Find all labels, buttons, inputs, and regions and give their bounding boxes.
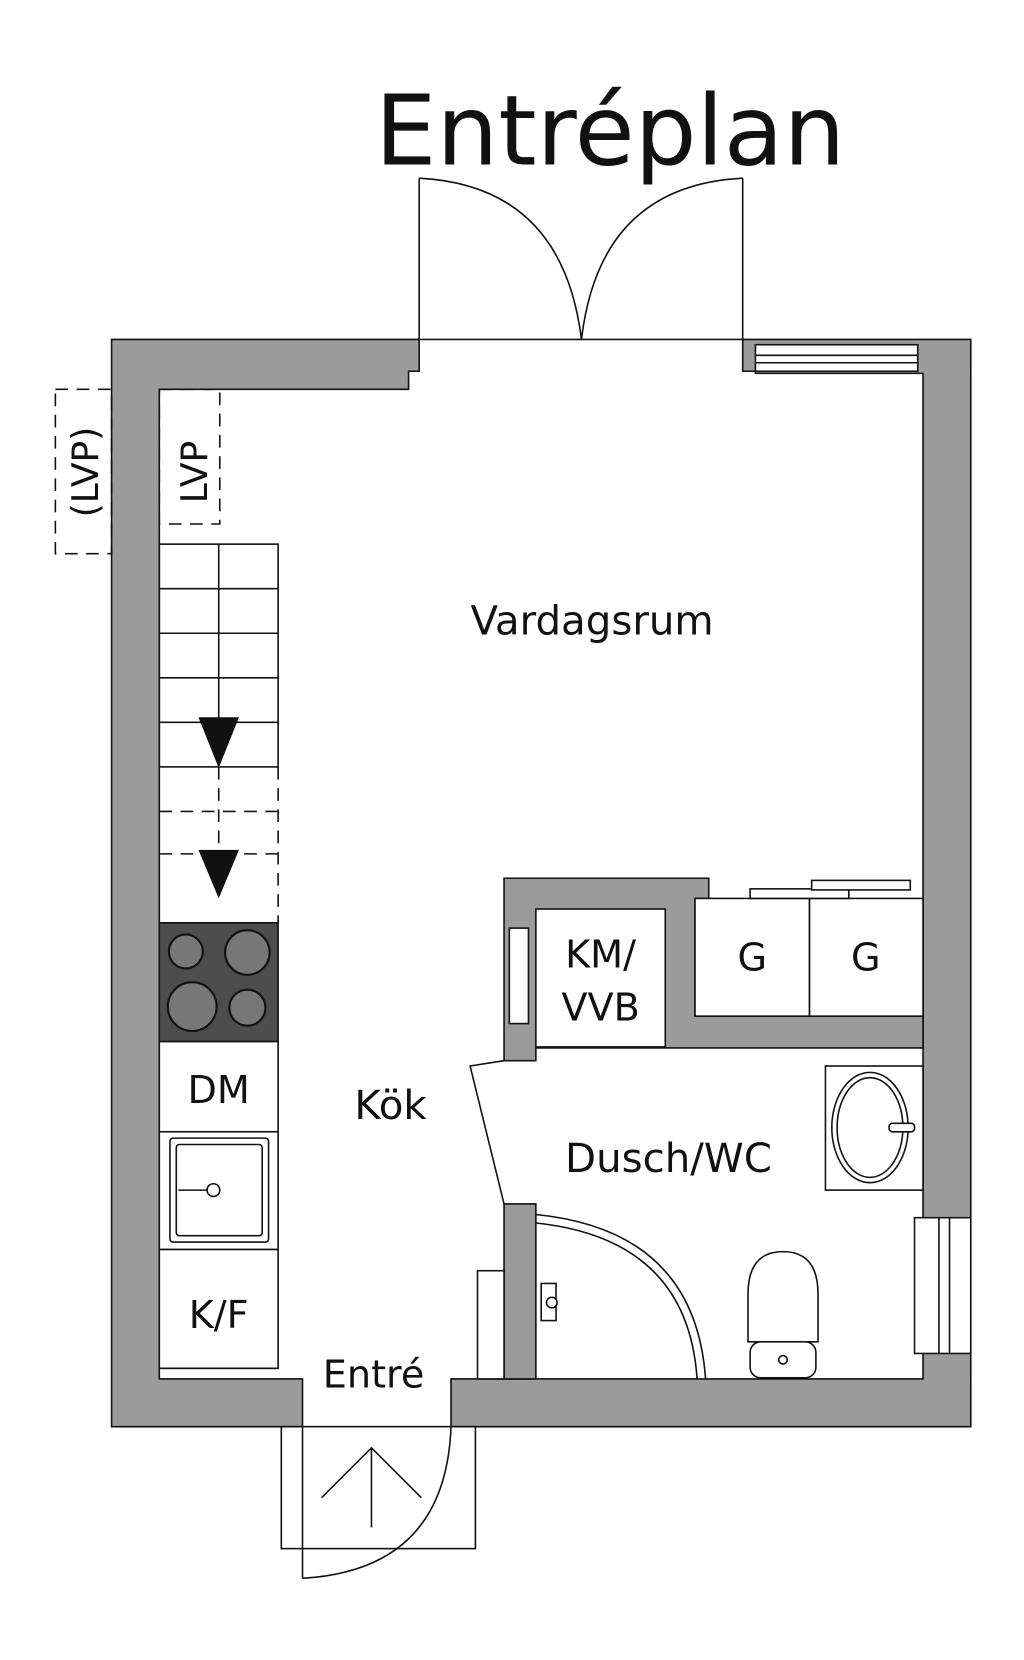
shower-mixer-icon xyxy=(540,1282,558,1322)
dishwasher xyxy=(158,1040,279,1133)
room-living: Vardagsrum xyxy=(470,597,713,644)
room-kitchen: Kök xyxy=(354,1082,427,1129)
stove-icon xyxy=(158,922,279,1043)
window-bath xyxy=(913,1216,972,1355)
entrance-door xyxy=(280,1425,477,1580)
room-bath: Dusch/WC xyxy=(565,1135,772,1182)
lvp-inner-label: LVP xyxy=(174,441,216,504)
window-top-right xyxy=(754,343,919,373)
lvp-outer-label: (LVP) xyxy=(65,427,107,518)
km-vvb-box xyxy=(535,908,667,1048)
room-entry: Entré xyxy=(323,1353,425,1397)
balcony-doors xyxy=(418,177,744,341)
stair-arrow-icon xyxy=(198,717,239,768)
fridge-label: K/F xyxy=(189,1294,249,1338)
plan-title: Entréplan xyxy=(375,74,845,188)
stair-arrow-icon xyxy=(198,849,240,899)
toilet-icon xyxy=(747,1250,819,1379)
staircase xyxy=(54,388,279,923)
shower xyxy=(535,1213,707,1379)
km-label: KM/ xyxy=(565,933,636,977)
wardrobe-2-label: G xyxy=(851,937,881,981)
vvb-label: VVB xyxy=(561,986,639,1030)
fridge xyxy=(158,1248,279,1370)
washbasin-icon xyxy=(824,1065,924,1191)
bath-door xyxy=(469,1059,505,1205)
dishwasher-label: DM xyxy=(188,1069,250,1113)
wardrobe-1-label: G xyxy=(737,937,767,981)
wardrobe-2 xyxy=(808,897,924,1017)
kitchen-sink-icon xyxy=(158,1130,279,1251)
closet-door xyxy=(508,927,530,1025)
wardrobe-1 xyxy=(694,897,811,1017)
